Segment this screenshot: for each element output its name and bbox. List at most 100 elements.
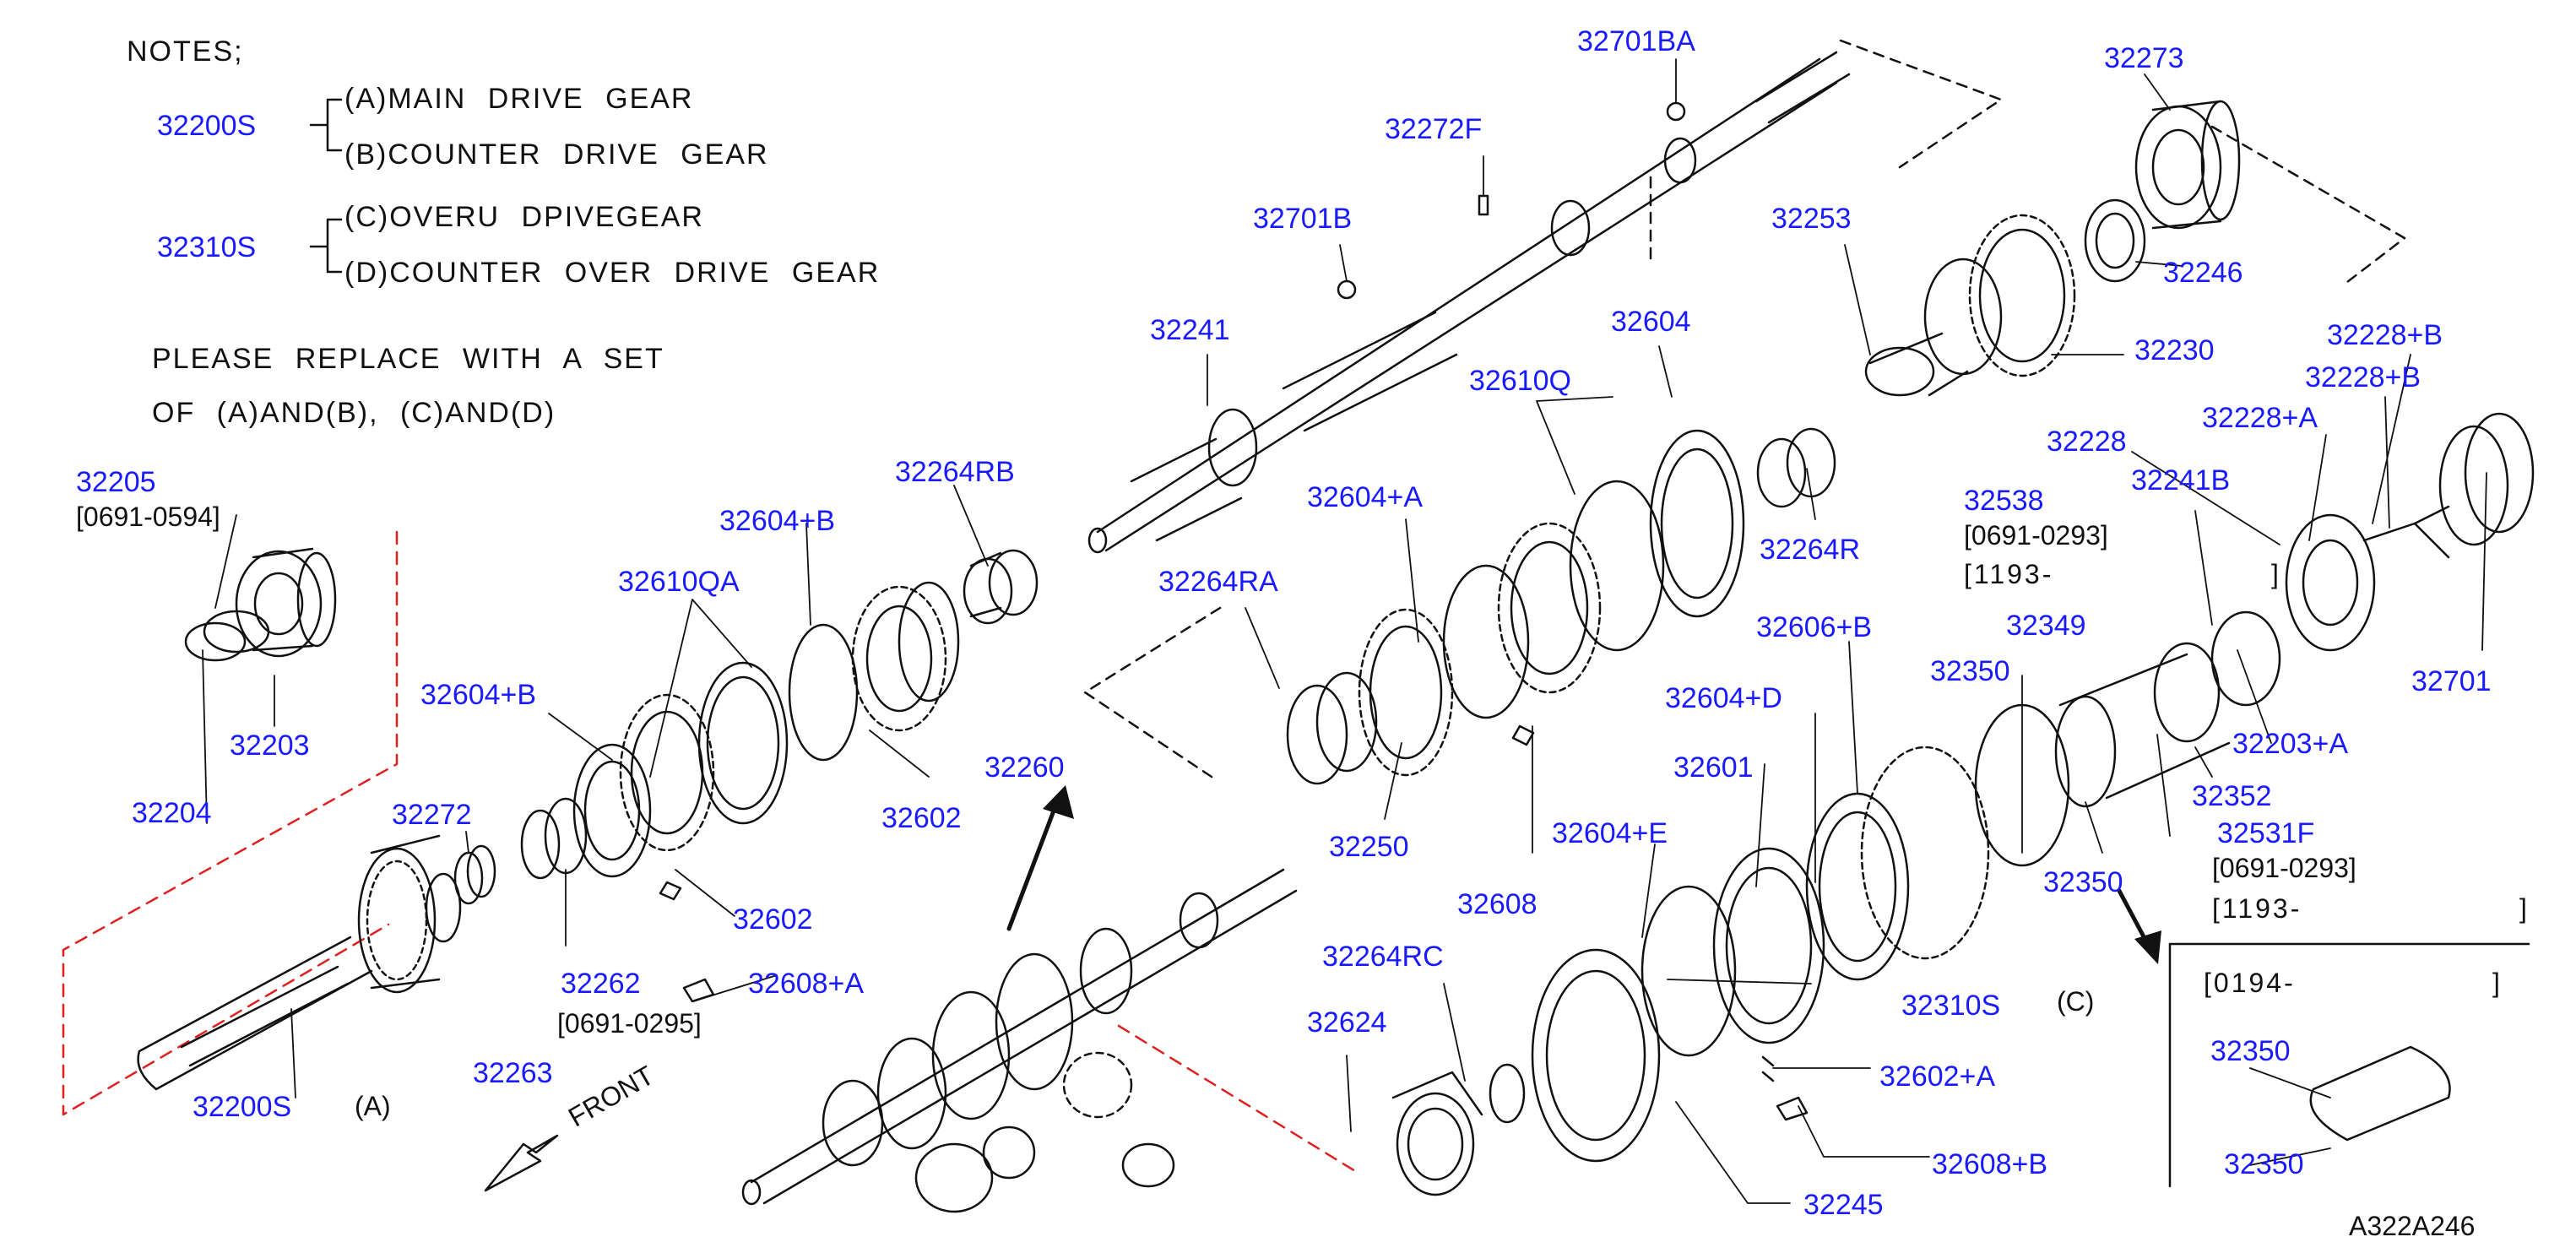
part-label-32241B[interactable]: 32241B xyxy=(2131,464,2231,496)
notes-heading: NOTES; xyxy=(127,35,244,68)
part-label-32604-plus-e[interactable]: 32604+E xyxy=(1552,817,1668,849)
diagram-code: A322A246 xyxy=(2349,1211,2476,1241)
date-range-32205: [0691-0594] xyxy=(76,502,220,532)
part-label-32352[interactable]: 32352 xyxy=(2192,780,2272,812)
counter-gear-32230 xyxy=(1923,214,2076,377)
synchronizer-assembly-left xyxy=(572,581,960,901)
part-label-32264R[interactable]: 32264R xyxy=(1760,534,1861,566)
notes-line-a: (A)MAIN DRIVE GEAR xyxy=(344,83,694,115)
notes-group2-code: 32310S xyxy=(157,231,257,263)
part-label-32610Q[interactable]: 32610Q xyxy=(1469,365,1571,397)
date-range-32531F-c: ] xyxy=(2519,893,2527,924)
part-label-32200S[interactable]: 32200S xyxy=(193,1091,292,1123)
part-label-32246[interactable]: 32246 xyxy=(2163,257,2243,289)
part-label-32310S[interactable]: 32310S xyxy=(1901,990,2001,1022)
part-label-32610QA[interactable]: 32610QA xyxy=(618,566,740,598)
gear-assembly-middle xyxy=(1286,427,1836,785)
part-label-32701BA[interactable]: 32701BA xyxy=(1577,25,1695,57)
ball-32701B xyxy=(1337,279,1357,300)
ball-32701BA xyxy=(1666,101,1686,122)
part-label-32601[interactable]: 32601 xyxy=(1673,751,1754,784)
part-label-32245[interactable]: 32245 xyxy=(1803,1189,1884,1221)
part-label-32606-plus-b[interactable]: 32606+B xyxy=(1756,611,1873,643)
part-label-32624[interactable]: 32624 xyxy=(1307,1006,1387,1039)
part-label-32608-plus-b[interactable]: 32608+B xyxy=(1932,1148,2048,1180)
notes-replace-2: OF (A)AND(B), (C)AND(D) xyxy=(152,397,556,429)
needle-bearing-32264RB xyxy=(963,549,1039,625)
part-label-32204[interactable]: 32204 xyxy=(132,797,212,829)
part-label-32350-1[interactable]: 32350 xyxy=(1930,655,2010,687)
notes-replace-1: PLEASE REPLACE WITH A SET xyxy=(152,343,664,375)
part-label-32263[interactable]: 32263 xyxy=(473,1057,553,1089)
part-label-32272[interactable]: 32272 xyxy=(392,799,472,831)
pin-32272F xyxy=(1478,194,1489,216)
part-label-32602-plus-a[interactable]: 32602+A xyxy=(1879,1060,1996,1093)
notes-group1-code: 32200S xyxy=(157,110,257,142)
notes-line-c: (C)OVERU DPIVEGEAR xyxy=(344,201,704,233)
date-range-32531F-a: [0691-0293] xyxy=(2212,853,2356,883)
date-range-32262: [0691-0295] xyxy=(557,1008,702,1039)
part-label-32701[interactable]: 32701 xyxy=(2411,665,2492,697)
part-label-32538[interactable]: 32538 xyxy=(1964,485,2044,517)
part-label-32350-4[interactable]: 32350 xyxy=(2224,1148,2304,1180)
inset-date-range-b: ] xyxy=(2492,968,2500,998)
part-label-32604-plus-b-1[interactable]: 32604+B xyxy=(719,505,836,537)
part-label-32531F[interactable]: 32531F xyxy=(2217,817,2315,849)
part-label-32264RA[interactable]: 32264RA xyxy=(1158,566,1278,598)
part-label-32602-2[interactable]: 32602 xyxy=(733,903,813,936)
part-label-32264RC[interactable]: 32264RC xyxy=(1322,941,1444,973)
assembled-transmission xyxy=(741,868,1298,1213)
part-label-32228-plus-b-2[interactable]: 32228+B xyxy=(2305,361,2421,393)
notes-bracket-2 xyxy=(309,218,343,274)
part-label-32273[interactable]: 32273 xyxy=(2104,42,2184,74)
date-range-32538-c: ] xyxy=(2271,559,2279,589)
part-label-32228-plus-a[interactable]: 32228+A xyxy=(2202,402,2318,434)
ball-bearing-32203 xyxy=(235,547,337,658)
part-label-32608-plus-a[interactable]: 32608+A xyxy=(748,968,865,1000)
group-label-c: (C) xyxy=(2057,986,2095,1017)
part-label-32228-plus-b-1[interactable]: 32228+B xyxy=(2327,319,2443,351)
part-label-32349[interactable]: 32349 xyxy=(2006,610,2086,642)
date-range-32531F-b: [1193- xyxy=(2212,893,2302,924)
black-dashed-boundary xyxy=(1083,39,2406,778)
part-label-32228[interactable]: 32228 xyxy=(2047,426,2127,458)
part-label-32602-1[interactable]: 32602 xyxy=(881,802,962,834)
washer-32246 xyxy=(2084,198,2146,283)
sleeve-32350-inset xyxy=(2309,1045,2451,1142)
sleeve-32253 xyxy=(1864,332,1969,397)
front-arrow xyxy=(484,1134,559,1192)
arrow-heads xyxy=(1043,785,2161,964)
part-label-32250[interactable]: 32250 xyxy=(1329,831,1409,863)
part-label-32205[interactable]: 32205 xyxy=(76,466,156,498)
part-label-32230[interactable]: 32230 xyxy=(2134,334,2215,366)
inset-date-range-a: [0194- xyxy=(2204,968,2296,998)
date-range-32538-b: [1193- xyxy=(1964,559,2054,589)
part-label-32608[interactable]: 32608 xyxy=(1457,888,1537,920)
part-label-32203[interactable]: 32203 xyxy=(230,730,310,762)
part-label-32262[interactable]: 32262 xyxy=(561,968,641,1000)
part-label-32241[interactable]: 32241 xyxy=(1150,314,1230,346)
part-label-32203-plus-a[interactable]: 32203+A xyxy=(2232,728,2349,760)
group-label-a: (A) xyxy=(355,1091,391,1121)
inset-panel-border xyxy=(2168,942,2530,1188)
date-range-32538-a: [0691-0293] xyxy=(1964,520,2108,551)
bearing-32273 xyxy=(2134,100,2241,230)
direction-arrows xyxy=(1006,804,2149,944)
part-label-32350-2[interactable]: 32350 xyxy=(2043,866,2123,898)
main-drive-gear-shaft xyxy=(137,834,462,1091)
notes-bracket-1 xyxy=(309,98,343,152)
part-label-32272F[interactable]: 32272F xyxy=(1385,113,1483,145)
part-label-32604-plus-d[interactable]: 32604+D xyxy=(1665,682,1782,714)
part-label-32604[interactable]: 32604 xyxy=(1611,306,1691,338)
part-label-32264RB[interactable]: 32264RB xyxy=(895,456,1015,488)
part-label-32701B[interactable]: 32701B xyxy=(1253,203,1353,235)
part-label-32260[interactable]: 32260 xyxy=(984,751,1065,784)
part-label-32604-plus-a[interactable]: 32604+A xyxy=(1307,481,1424,513)
leader-lines xyxy=(202,58,2487,1204)
part-label-32253[interactable]: 32253 xyxy=(1771,203,1852,235)
notes-line-b: (B)COUNTER DRIVE GEAR xyxy=(344,138,769,171)
part-label-32604-plus-b-2[interactable]: 32604+B xyxy=(420,679,537,711)
mainshaft xyxy=(1087,51,1851,554)
part-label-32350-3[interactable]: 32350 xyxy=(2210,1035,2291,1067)
